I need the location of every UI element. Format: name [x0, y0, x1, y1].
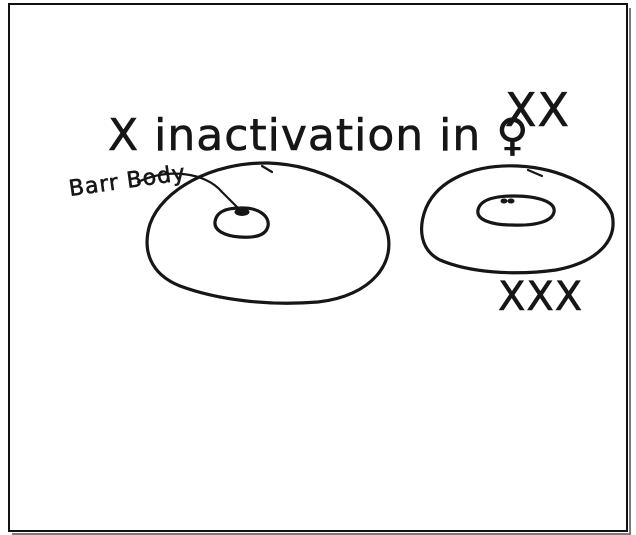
left-cell [145, 161, 391, 305]
page-frame [8, 3, 631, 535]
barr-body-arrow [136, 172, 244, 214]
female-genotype-label: XX [505, 83, 570, 137]
title-text: X inactivation in ♀ [108, 110, 529, 161]
triple-x-genotype-label: XXX [498, 274, 583, 320]
right-barr-body-dot-2 [507, 198, 515, 204]
title-x-inactivation: X inactivation in ♀ [108, 110, 529, 161]
right-barr-body-dot-1 [500, 198, 508, 204]
right-cell [420, 164, 615, 275]
right-cell-nucleus [476, 194, 556, 227]
